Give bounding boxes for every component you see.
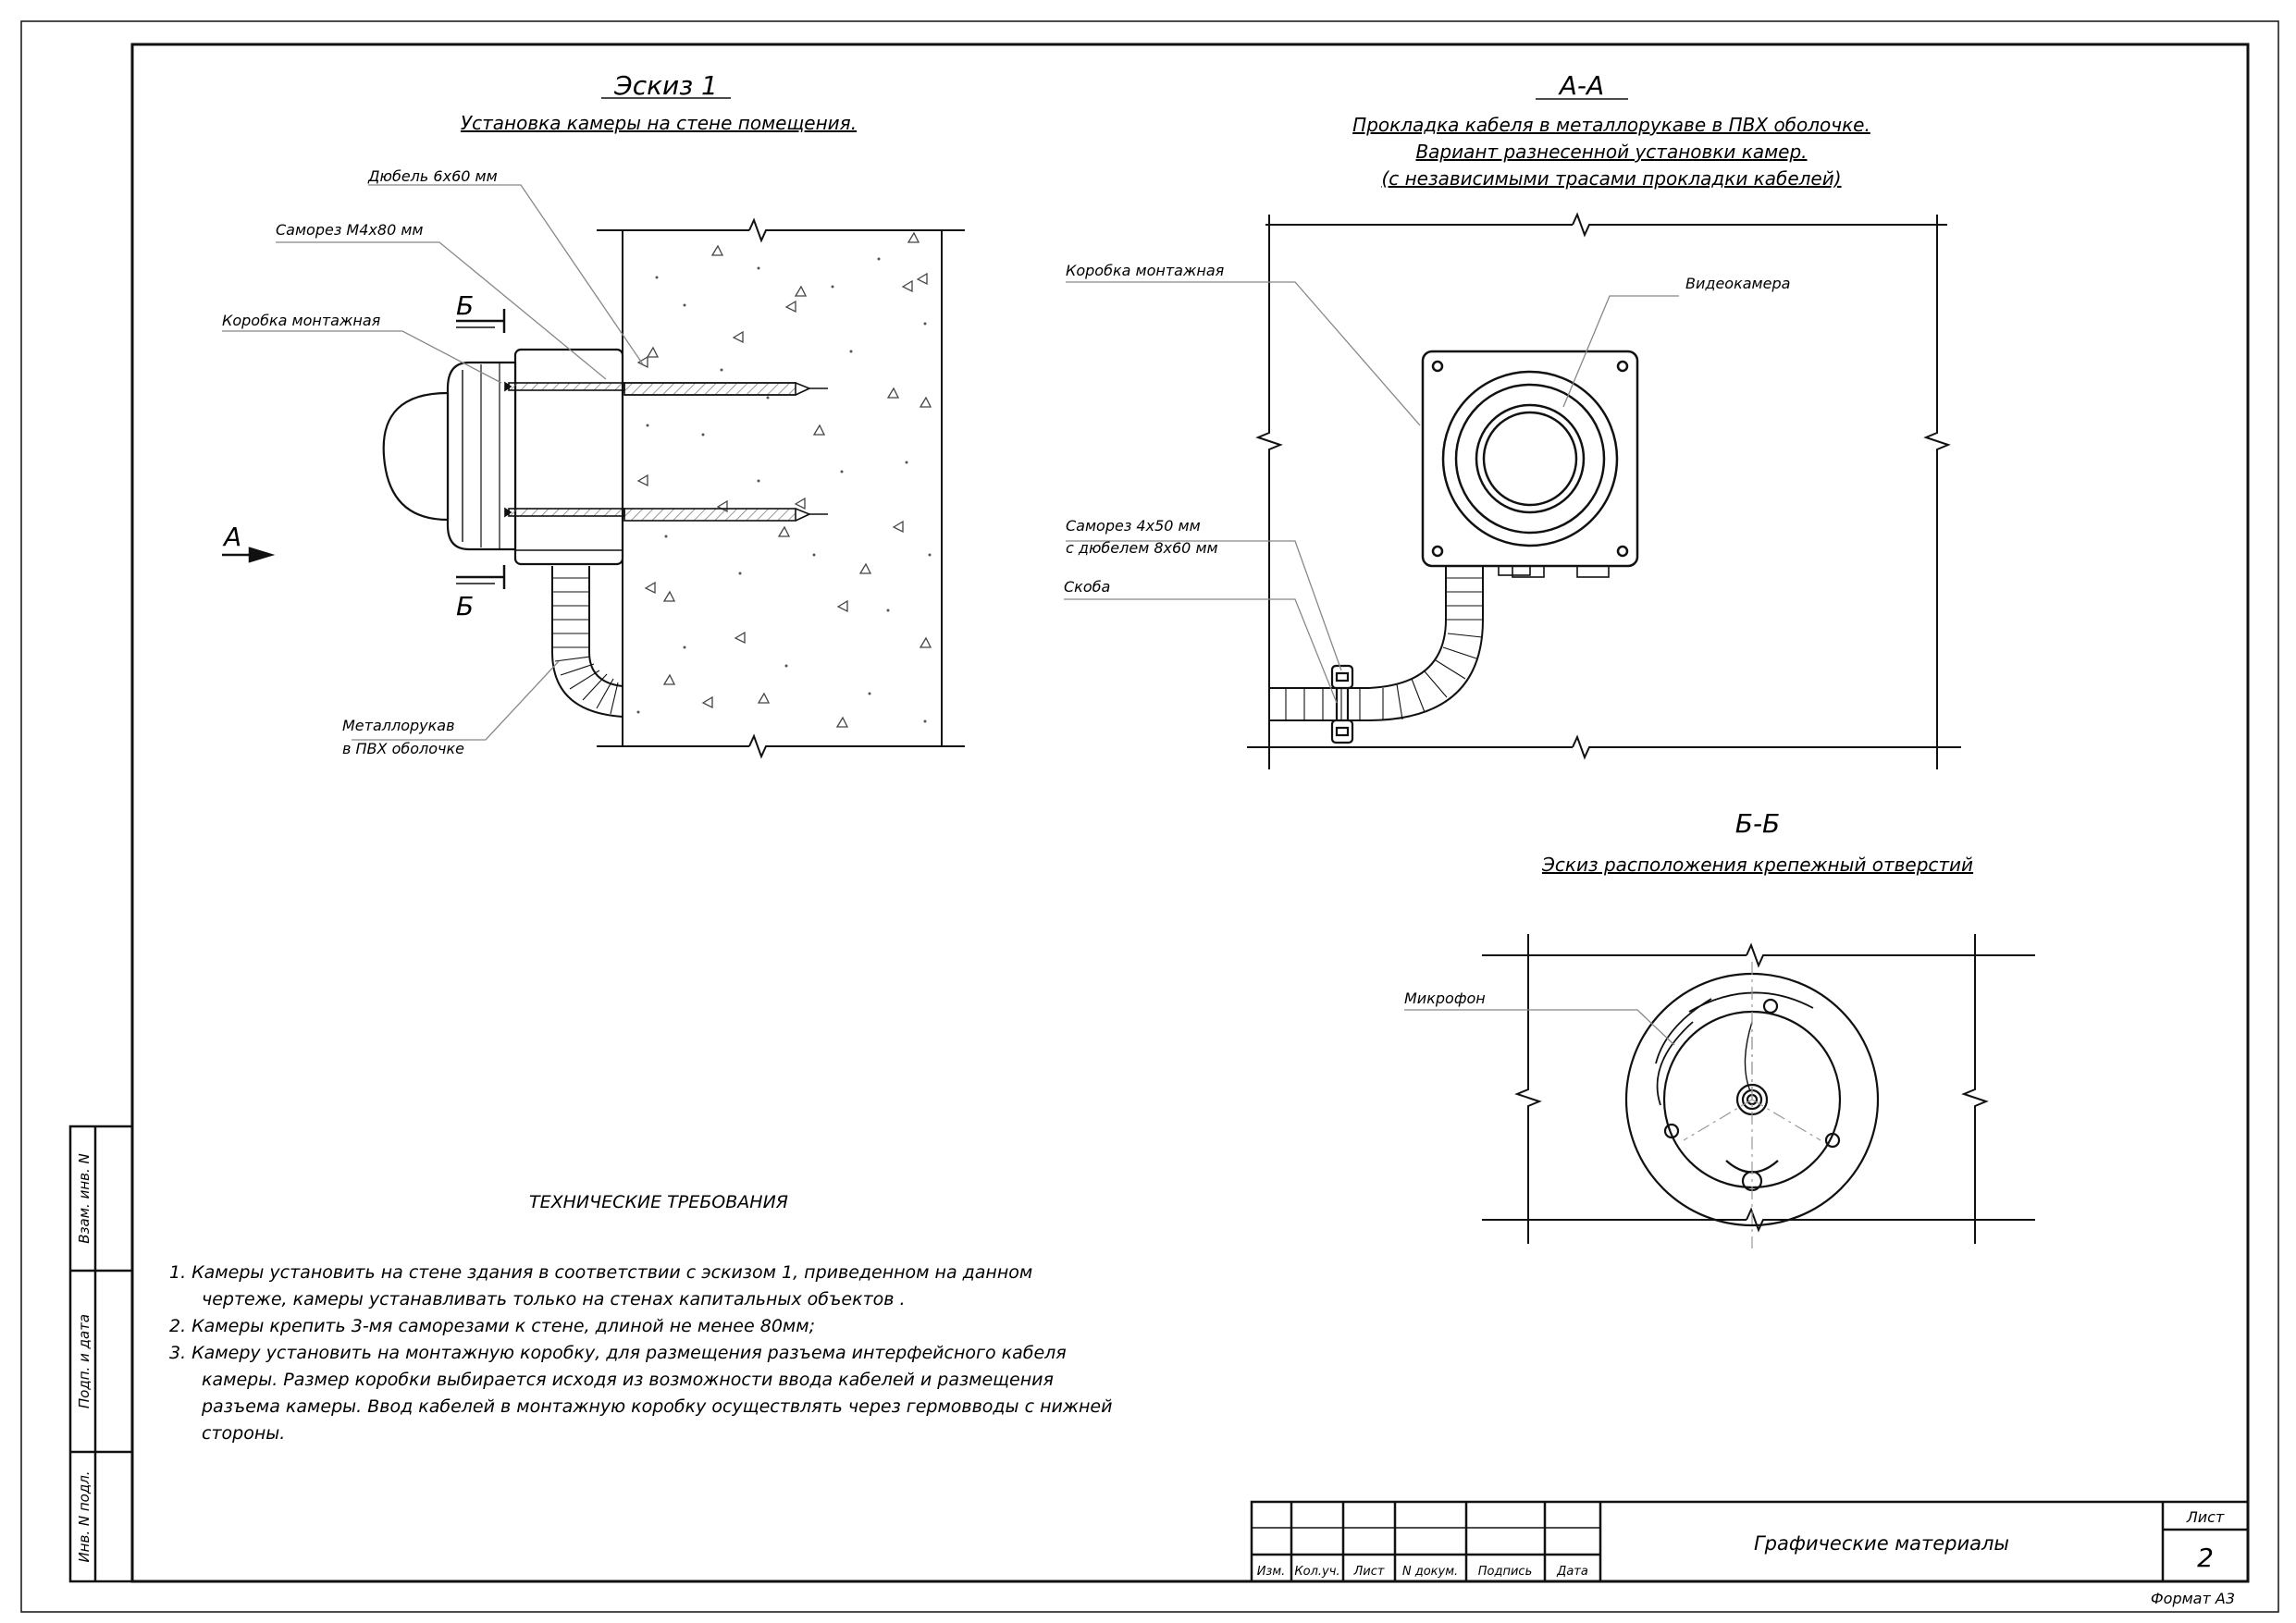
section-a-a: [1064, 98, 1961, 769]
label-aa-screw-2: с дюбелем 8х60 мм: [1066, 539, 1218, 557]
tb-col-data: Дата: [1556, 1565, 1588, 1579]
tb-col-ndok: N докум.: [1402, 1565, 1458, 1579]
section-aa-subtitle-1: Прокладка кабеля в металлорукаве в ПВХ о…: [1352, 114, 1870, 136]
mounting-box: [513, 348, 624, 566]
tb-col-izm: Изм.: [1257, 1565, 1286, 1579]
clamp: [1330, 664, 1354, 744]
tb-col-podp: Подпись: [1478, 1565, 1532, 1579]
cable-glands: [1498, 565, 1610, 578]
requirement-line: стороны.: [202, 1423, 285, 1444]
stamp-inv-podl: Инв. N подл.: [76, 1470, 93, 1562]
section-aa-subtitle-2: Вариант разнесенной установки камер.: [1415, 141, 1807, 163]
title-block: [1250, 1500, 2250, 1583]
section-mark-top: Б: [456, 290, 474, 321]
label-conduit-2: в ПВХ оболочке: [342, 740, 464, 757]
label-aa-screw-1: Саморез 4х50 мм: [1066, 517, 1201, 535]
camera-side-view: [382, 361, 517, 551]
side-stamp: [68, 1125, 134, 1583]
sketch-1: [222, 97, 965, 759]
tb-sheet-label: Лист: [2186, 1508, 2225, 1526]
tb-col-list: Лист: [1353, 1565, 1385, 1579]
requirement-line: 1. Камеры установить на стене здания в с…: [169, 1262, 1032, 1283]
label-aa-clamp: Скоба: [1064, 578, 1110, 596]
requirement-line: разъема камеры. Ввод кабелей в монтажную…: [201, 1396, 1112, 1417]
conduit-hose: [551, 566, 623, 718]
section-marks: [222, 309, 506, 589]
sketch-1-title: Эскиз 1: [613, 70, 718, 101]
tb-title: Графические материалы: [1754, 1532, 2009, 1555]
stamp-podp-data: Подп. и дата: [76, 1314, 93, 1408]
sketch-1-subtitle: Установка камеры на стене помещения.: [461, 112, 857, 134]
requirement-line: чертеже, камеры устанавливать только на …: [202, 1289, 906, 1309]
section-mark-bottom: Б: [456, 591, 474, 621]
tb-col-kol: Кол.уч.: [1294, 1565, 1339, 1579]
section-b-b: [1404, 934, 2035, 1248]
requirement-line: камеры. Размер коробки выбирается исходя…: [202, 1370, 1054, 1390]
camera-front-view: [1421, 350, 1639, 568]
section-bb-subtitle: Эскиз расположения крепежный отверстий: [1541, 854, 1973, 876]
concrete-fill: [636, 231, 932, 728]
wall-screws: [504, 381, 828, 522]
label-aa-camera: Видеокамера: [1685, 275, 1790, 292]
section-aa-leaders: [1064, 281, 1679, 704]
conduit-aa: [1269, 566, 1484, 721]
label-dowel: Дюбель 6х60 мм: [367, 167, 498, 185]
requirements-heading: ТЕХНИЧЕСКИЕ ТРЕБОВАНИЯ: [529, 1192, 788, 1212]
label-box: Коробка монтажная: [222, 312, 381, 329]
tb-sheet-number: 2: [2197, 1543, 2214, 1573]
plate-centerlines: [1683, 962, 1821, 1248]
requirement-line: 3. Камеру установить на монтажную коробк…: [169, 1343, 1067, 1363]
label-bb-mic: Микрофон: [1404, 990, 1486, 1007]
wall-outline-bb: [1482, 934, 2035, 1244]
label-screw: Саморез М4х80 мм: [276, 221, 423, 239]
wall-outline-aa: [1247, 212, 1961, 769]
section-aa-title: А-А: [1558, 70, 1604, 101]
section-aa-subtitle-3: (с независимыми трасами прокладки кабеле…: [1381, 167, 1841, 190]
section-bb-title: Б-Б: [1735, 808, 1781, 839]
sheet-frame: [20, 20, 2279, 1613]
sketch-1-leaders: [222, 184, 644, 741]
label-aa-box: Коробка монтажная: [1066, 262, 1225, 279]
label-conduit-1: Металлорукав: [342, 717, 455, 734]
mic-leader: [1404, 1009, 1675, 1046]
requirement-line: 2. Камеры крепить 3-мя саморезами к стен…: [169, 1316, 815, 1336]
stamp-vz-inv: Взам. инв. N: [76, 1153, 93, 1243]
wall-section: [597, 217, 965, 759]
view-arrow-label: А: [222, 522, 241, 552]
tb-format: Формат А3: [2151, 1590, 2235, 1607]
